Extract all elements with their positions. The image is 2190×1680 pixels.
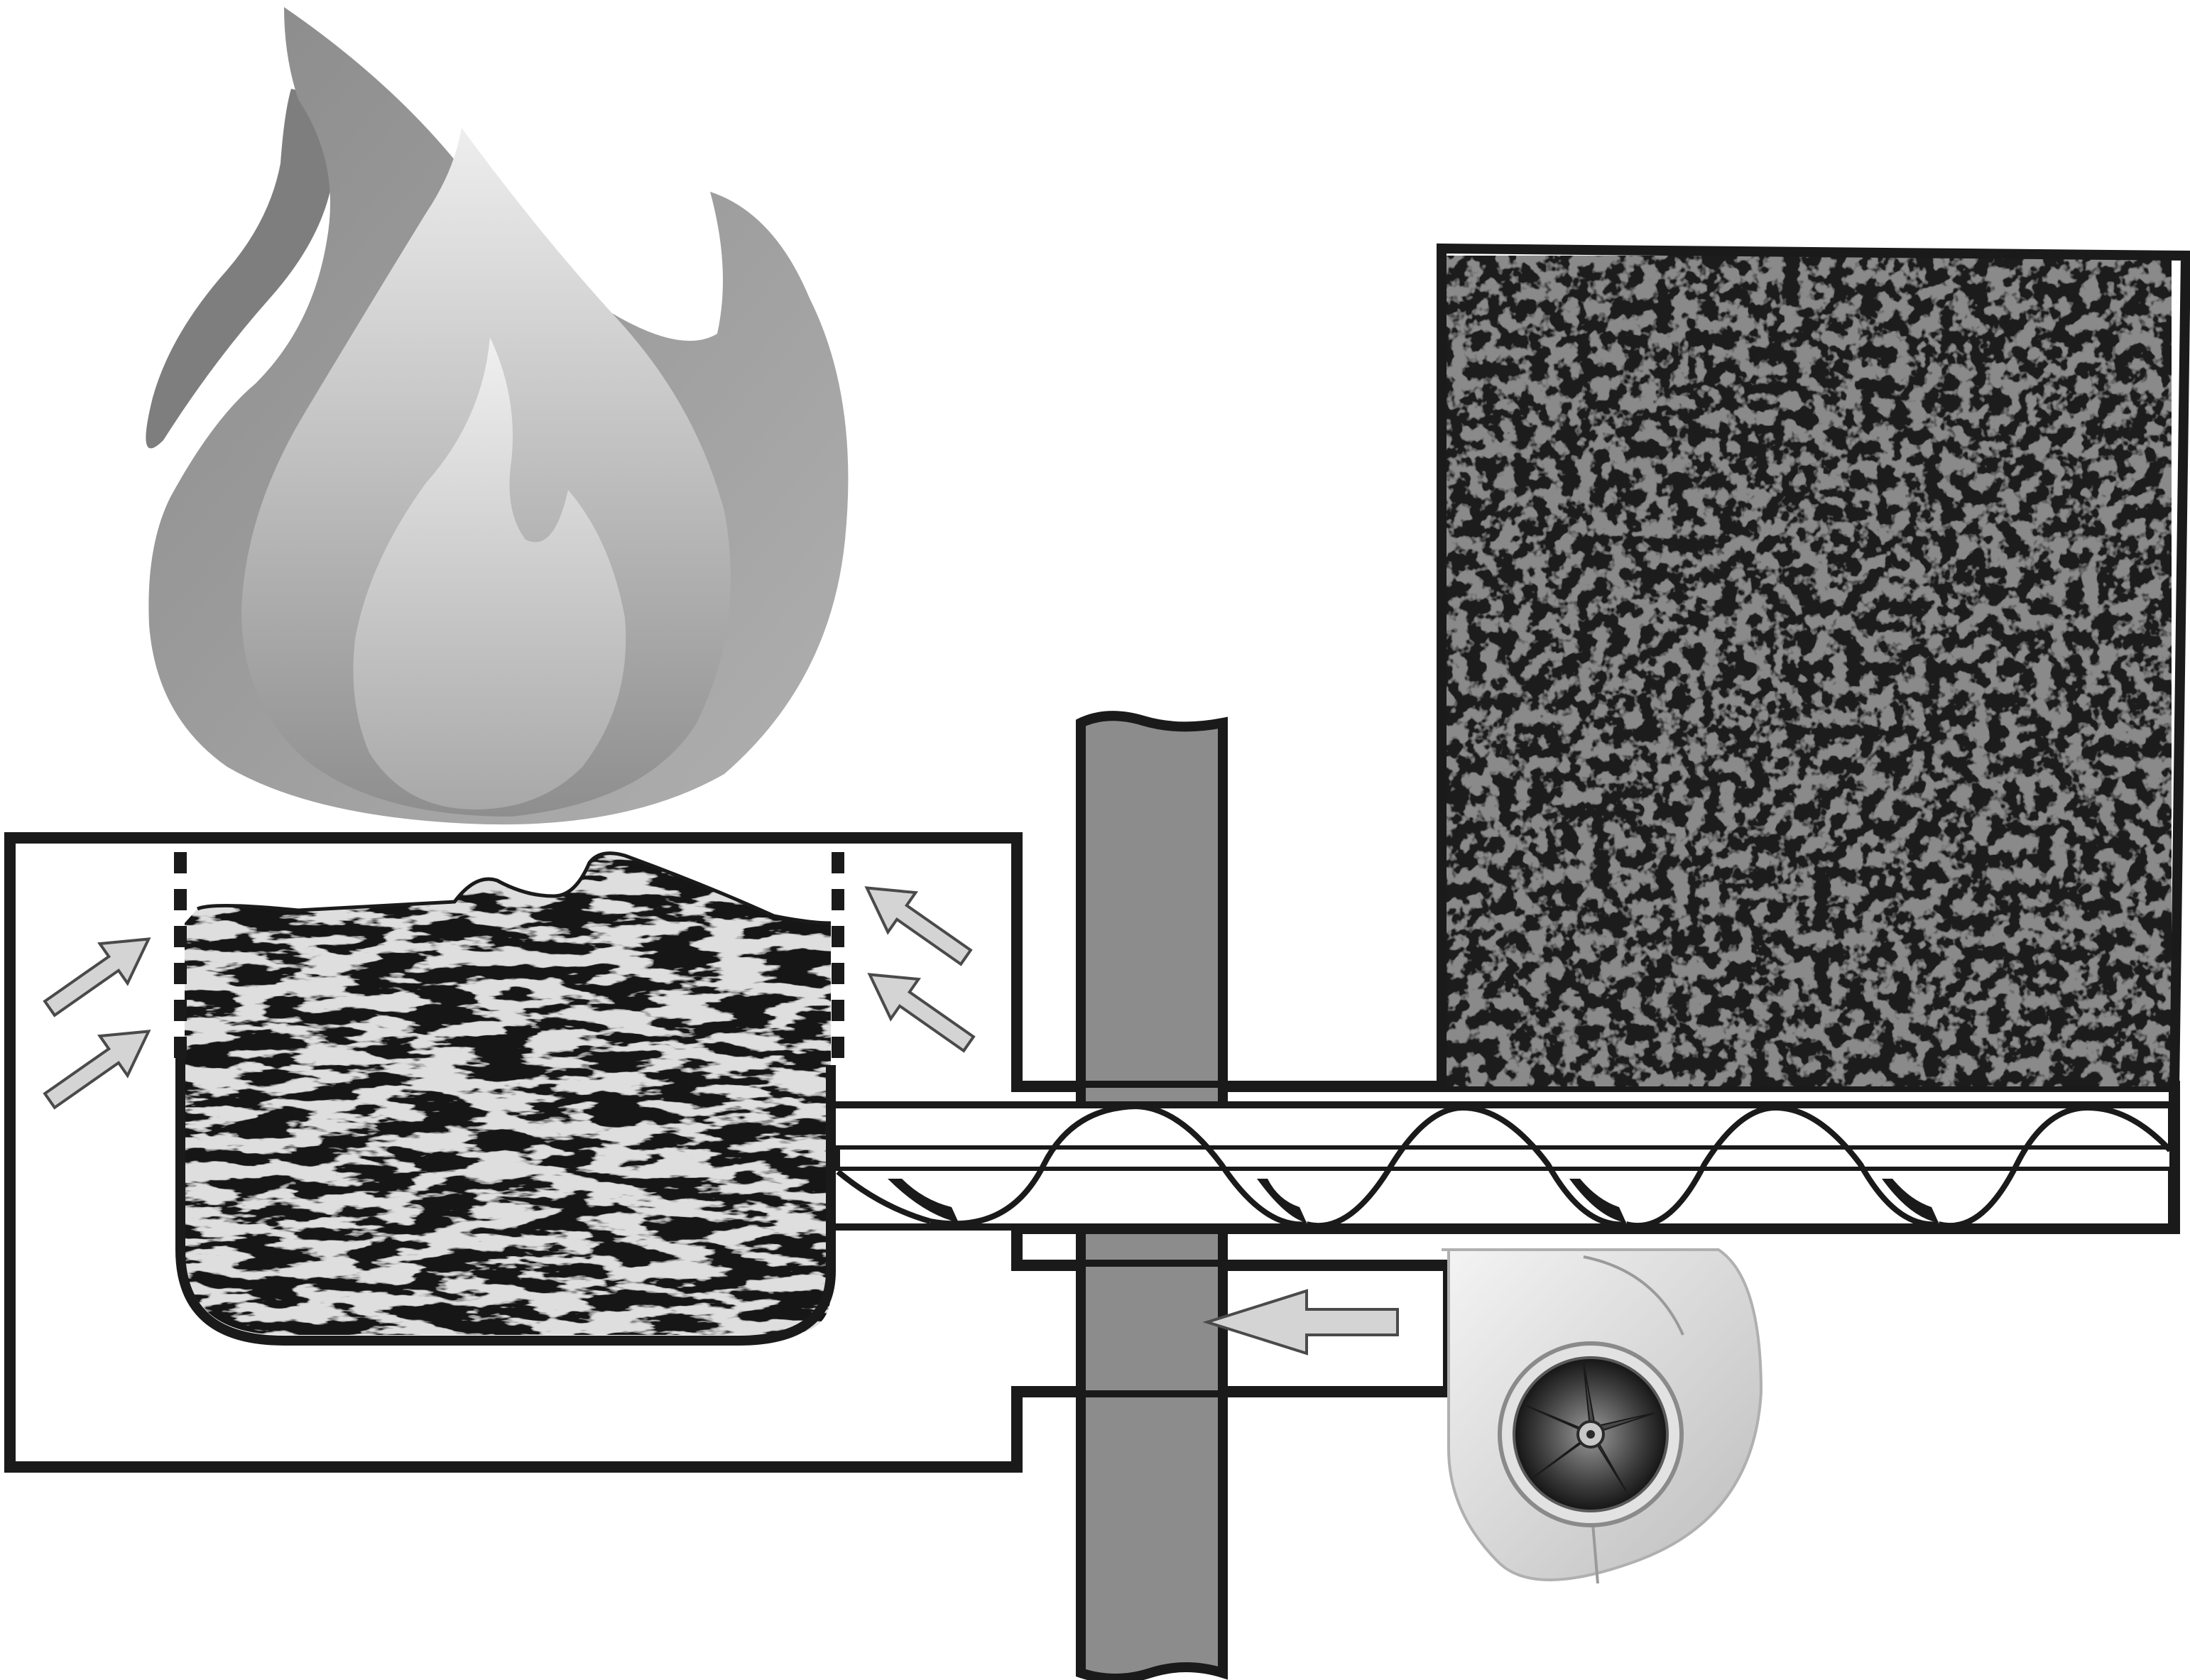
flame-icon — [146, 7, 849, 825]
arrow-left-icon — [1202, 1289, 1399, 1356]
fan-icon — [1442, 1248, 1763, 1584]
air-inlet-arrows — [43, 886, 976, 1110]
feed-auger — [829, 1101, 2175, 1231]
arrow-icon — [867, 973, 976, 1053]
combustion-pot — [174, 851, 844, 1346]
arrow-icon — [43, 937, 151, 1018]
arrow-icon — [43, 1030, 151, 1110]
fuel-hopper — [1437, 243, 2190, 1091]
arrow-icon — [864, 886, 973, 966]
